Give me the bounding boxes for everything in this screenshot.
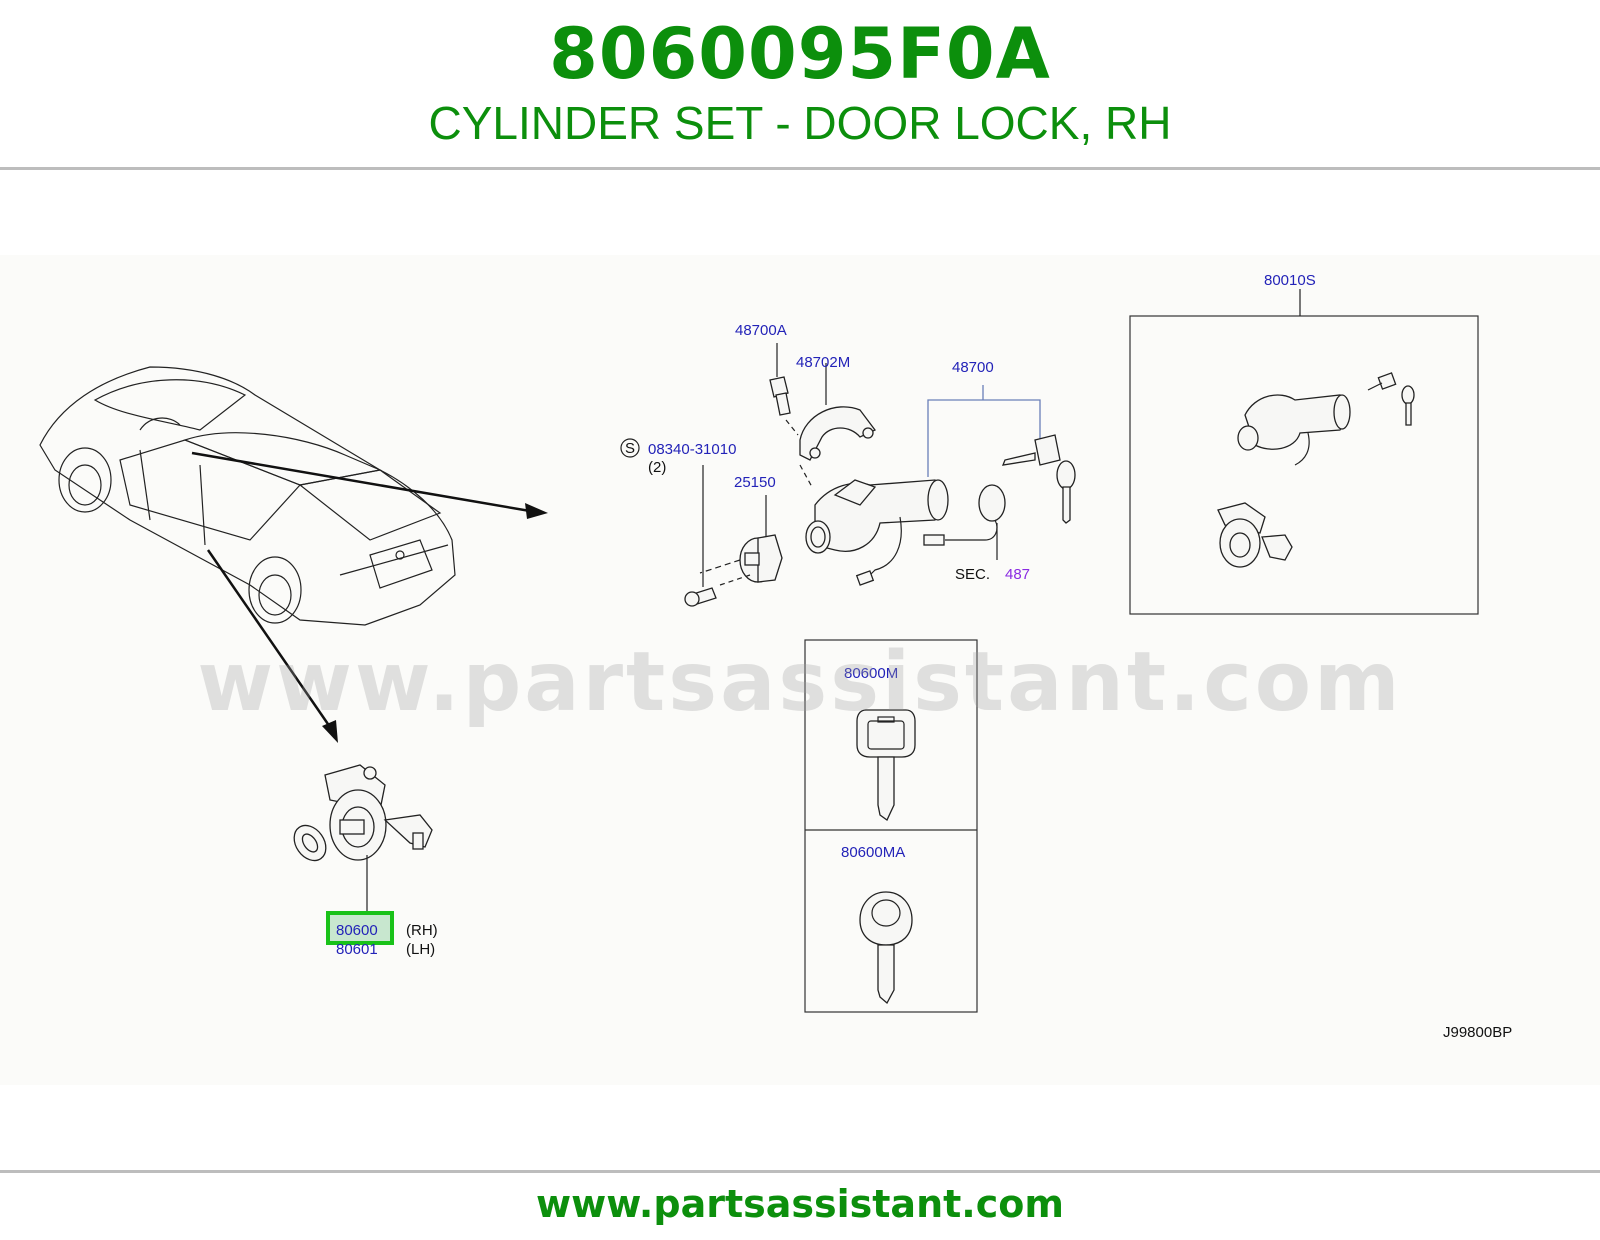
label-08340-31010[interactable]: 08340-31010 <box>648 441 736 458</box>
label-48700[interactable]: 48700 <box>952 359 994 376</box>
key-80600MA-drawing <box>859 891 913 1005</box>
car-arrows <box>191 451 548 743</box>
label-80600[interactable]: 80600 <box>336 922 378 939</box>
door-lock-cylinder-drawing <box>293 764 433 920</box>
kit-80010S-drawing <box>1217 372 1415 568</box>
diagram-code: J99800BP <box>1443 1024 1512 1041</box>
diagram-canvas: 80600 (RH) 80601 (LH) <box>39 272 1512 1041</box>
page-header: 8060095F0A CYLINDER SET - DOOR LOCK, RH <box>0 0 1600 170</box>
part-description: CYLINDER SET - DOOR LOCK, RH <box>428 97 1172 149</box>
label-lh: (LH) <box>406 941 435 958</box>
highlighted-part-box[interactable] <box>326 911 394 945</box>
label-48700A[interactable]: 48700A <box>735 322 787 339</box>
header-divider <box>0 167 1600 170</box>
label-qty-2: (2) <box>648 459 666 476</box>
label-48702M[interactable]: 48702M <box>796 354 850 371</box>
screw-symbol-s: S <box>625 440 635 457</box>
footer-divider <box>0 1170 1600 1173</box>
car-illustration <box>39 366 456 626</box>
label-80600MA[interactable]: 80600MA <box>841 844 905 861</box>
label-80601[interactable]: 80601 <box>336 941 378 958</box>
label-sec-487[interactable]: 487 <box>1005 566 1030 583</box>
footer-website-link[interactable]: www.partsassistant.com <box>536 1182 1064 1226</box>
key-80600M-drawing <box>856 709 916 821</box>
ignition-lock-drawing <box>684 343 1076 607</box>
label-sec: SEC. <box>955 566 990 583</box>
label-80600M[interactable]: 80600M <box>844 665 898 682</box>
label-rh: (RH) <box>406 922 438 939</box>
label-25150[interactable]: 25150 <box>734 474 776 491</box>
label-80010S[interactable]: 80010S <box>1264 272 1316 289</box>
key-box-outer <box>804 639 978 1013</box>
screw-symbol-circle <box>620 438 640 458</box>
part-number-title: 8060095F0A <box>549 13 1051 95</box>
kit-80010S-box <box>1129 315 1479 615</box>
parts-diagram: 80600 (RH) 80601 (LH) <box>0 255 1600 1085</box>
